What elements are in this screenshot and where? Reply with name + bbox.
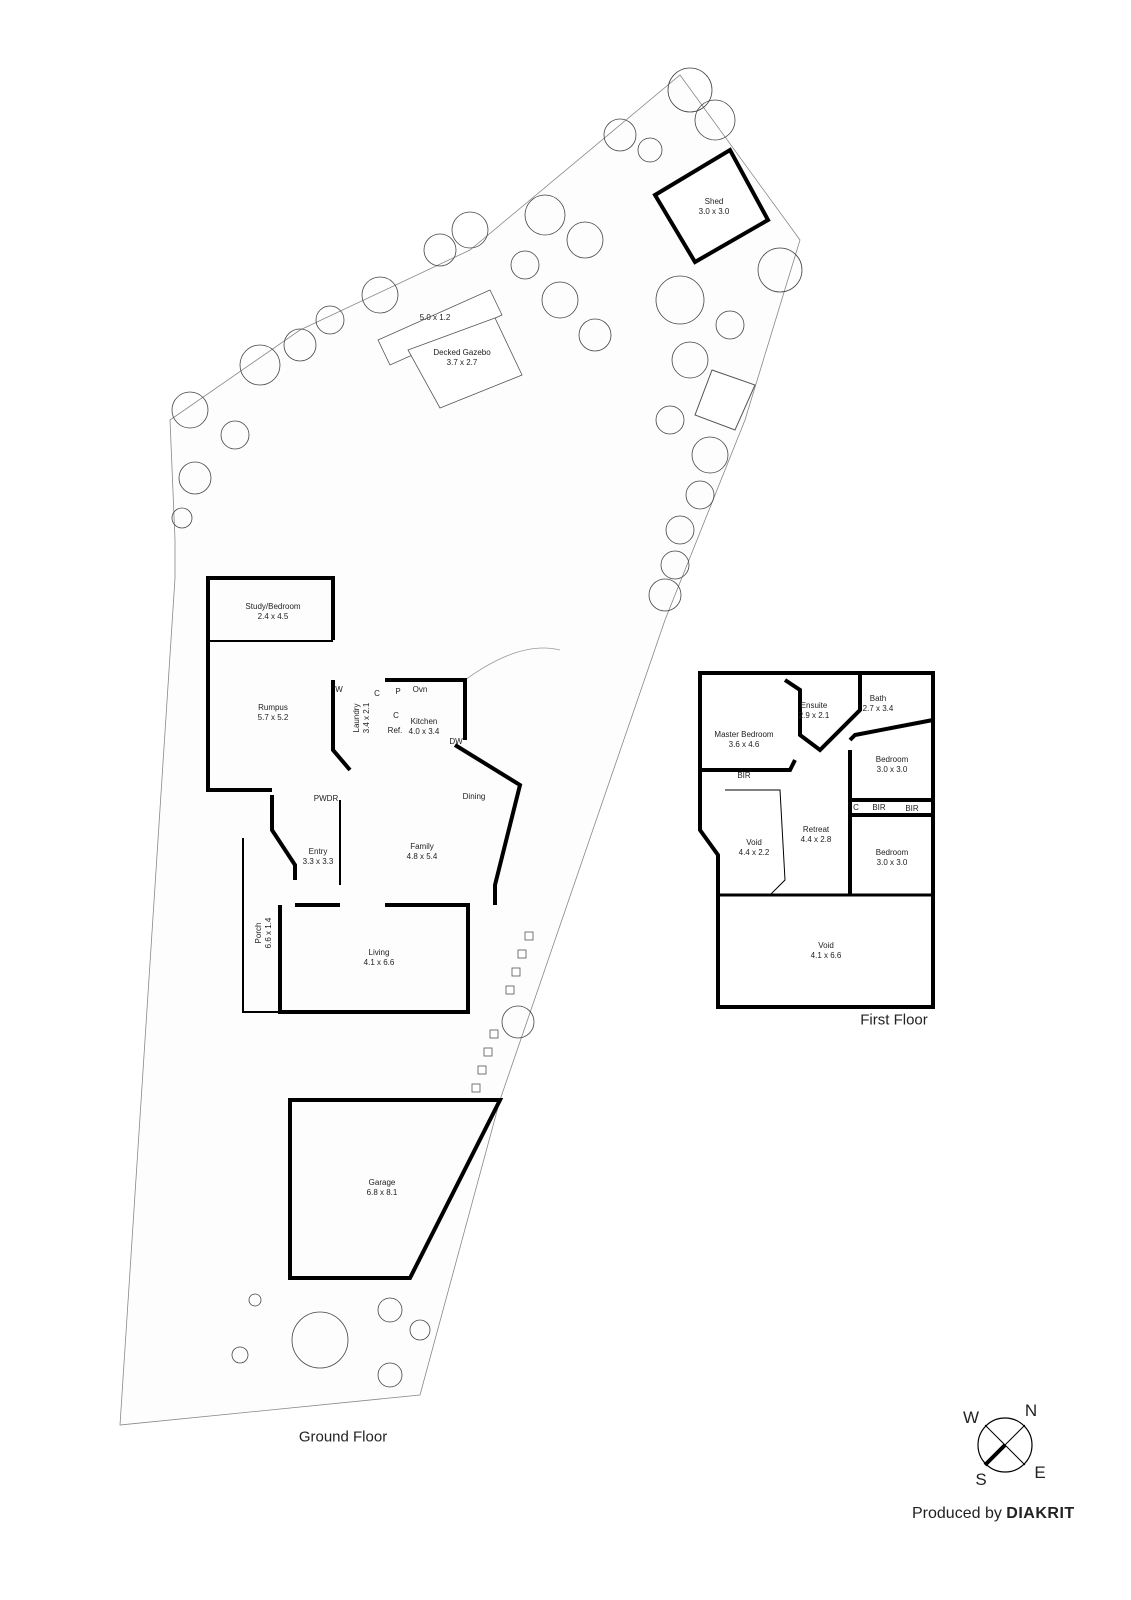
ground-floor-title: Ground Floor: [298, 1428, 388, 1446]
compass-north: N: [1024, 1401, 1038, 1420]
compass-west: W: [962, 1408, 980, 1427]
room-dining: Dining: [462, 792, 486, 801]
fixture-oven: Ovn: [412, 685, 428, 694]
brand-logo: DIAKRIT: [1006, 1505, 1075, 1522]
fixture-fridge: Ref.: [387, 726, 403, 735]
compass-icon: [977, 1417, 1033, 1473]
first-floor-walls: [698, 671, 935, 1009]
producer-credit: Produced by DIAKRIT: [912, 1505, 1075, 1522]
driveway-edge: [464, 647, 561, 681]
fixture-pantry: P: [395, 687, 401, 696]
room-bir-bedroom-1: BIR: [872, 803, 886, 812]
fixture-cupboard: C: [374, 689, 380, 698]
fixture-dishwasher: DW: [449, 737, 463, 746]
room-pwdr: PWDR: [313, 794, 339, 803]
fixture-washer: W: [335, 685, 343, 694]
room-linen-cupboard: C: [853, 803, 859, 812]
room-bir-master: BIR: [737, 771, 751, 780]
pool: [694, 369, 756, 431]
compass-east: E: [1034, 1463, 1046, 1482]
gazebo-deck: [377, 289, 503, 366]
gazebo-structure: [407, 317, 523, 409]
fixture-cupboard-2: C: [393, 711, 399, 720]
ground-floor-walls: [206, 576, 523, 1280]
deck-dimension: 5.0 x 1.2: [419, 313, 451, 322]
room-bir-bedroom-2: BIR: [905, 804, 919, 813]
garden-trees: [171, 67, 803, 1388]
shed-outline: [652, 147, 771, 265]
first-floor-title: First Floor: [860, 1011, 928, 1029]
stepping-stones: [471, 931, 534, 1093]
compass-south: S: [975, 1470, 987, 1489]
